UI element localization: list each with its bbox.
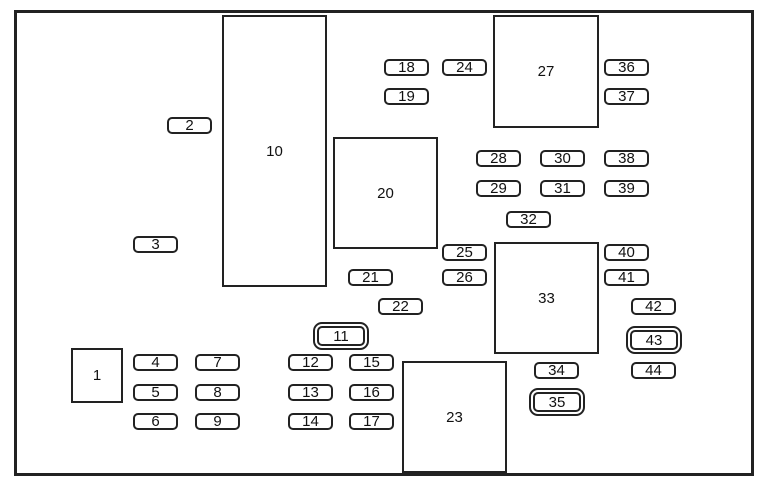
- fuse-41: 41: [604, 269, 649, 286]
- fuse-39: 39: [604, 180, 649, 197]
- fuse-43: 43: [626, 326, 682, 354]
- fuse-5: 5: [133, 384, 178, 401]
- relay-20: 20: [333, 137, 438, 249]
- relay-33: 33: [494, 242, 599, 354]
- fuse-15: 15: [349, 354, 394, 371]
- fuse-9: 9: [195, 413, 240, 430]
- fuse-4: 4: [133, 354, 178, 371]
- relay-10: 10: [222, 15, 327, 287]
- fuse-17: 17: [349, 413, 394, 430]
- fuse-44: 44: [631, 362, 676, 379]
- fuse-35: 35: [529, 388, 585, 416]
- relay-27: 27: [493, 15, 599, 128]
- relay-23: 23: [402, 361, 507, 473]
- fuse-31: 31: [540, 180, 585, 197]
- fuse-2: 2: [167, 117, 212, 134]
- fuse-29: 29: [476, 180, 521, 197]
- fuse-34: 34: [534, 362, 579, 379]
- fuse-25: 25: [442, 244, 487, 261]
- fuse-30: 30: [540, 150, 585, 167]
- fuse-13: 13: [288, 384, 333, 401]
- fuse-22: 22: [378, 298, 423, 315]
- fuse-26: 26: [442, 269, 487, 286]
- fuse-11: 11: [313, 322, 369, 350]
- fuse-21: 21: [348, 269, 393, 286]
- fuse-32: 32: [506, 211, 551, 228]
- fuse-24: 24: [442, 59, 487, 76]
- fuse-16: 16: [349, 384, 394, 401]
- fuse-19: 19: [384, 88, 429, 105]
- fuse-6: 6: [133, 413, 178, 430]
- fuse-8: 8: [195, 384, 240, 401]
- relay-1: 1: [71, 348, 123, 403]
- fuse-12: 12: [288, 354, 333, 371]
- fuse-40: 40: [604, 244, 649, 261]
- fuse-18: 18: [384, 59, 429, 76]
- fuse-37: 37: [604, 88, 649, 105]
- fuse-36: 36: [604, 59, 649, 76]
- fuse-38: 38: [604, 150, 649, 167]
- fuse-7: 7: [195, 354, 240, 371]
- fuse-14: 14: [288, 413, 333, 430]
- fuse-42: 42: [631, 298, 676, 315]
- fuse-28: 28: [476, 150, 521, 167]
- fuse-3: 3: [133, 236, 178, 253]
